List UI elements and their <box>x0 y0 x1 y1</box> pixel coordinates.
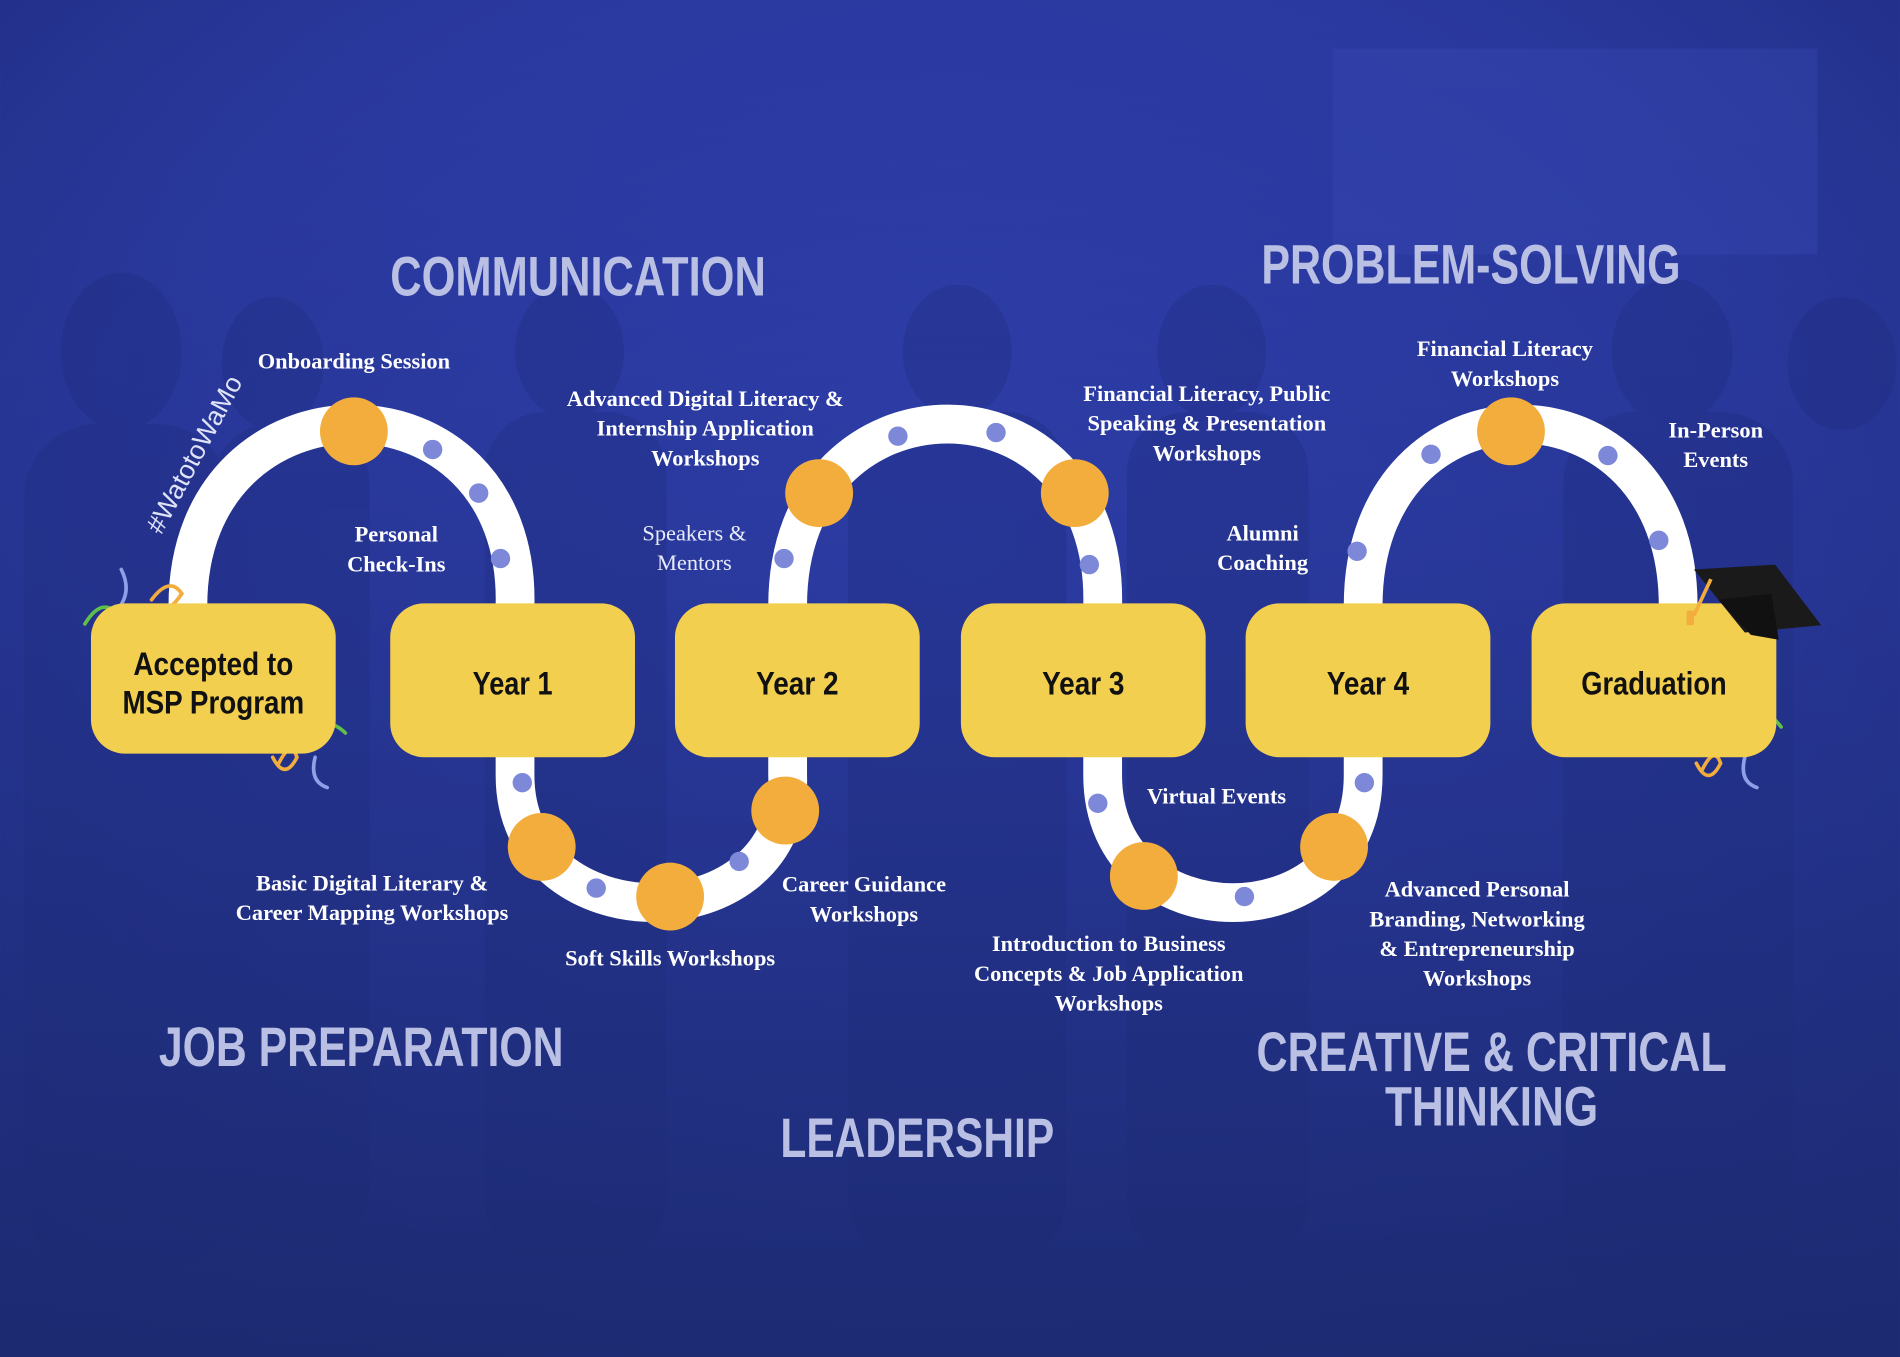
skill-leadership: LEADERSHIP <box>780 1107 1054 1169</box>
activity-label-checkins: Check-Ins <box>347 551 446 576</box>
track-dot <box>468 483 489 503</box>
stage-accepted: Accepted to MSP Program <box>90 603 336 754</box>
milestone-markers <box>319 397 1545 931</box>
milestone-marker <box>319 397 388 466</box>
activity-label-soft-skills: Soft Skills Workshops <box>565 946 775 971</box>
svg-text:Accepted to: Accepted to <box>133 645 293 682</box>
activity-label-onboarding: Onboarding Session <box>258 348 451 373</box>
milestone-marker <box>1040 459 1109 528</box>
svg-text:Year 3: Year 3 <box>1042 664 1124 701</box>
track-dot <box>1234 886 1255 907</box>
track-dot <box>1649 530 1669 551</box>
track-dot <box>586 878 606 898</box>
activity-label-adv-digital: Internship Application <box>597 416 815 441</box>
track-dot <box>774 548 794 569</box>
milestone-marker <box>507 812 576 881</box>
svg-text:Year 4: Year 4 <box>1327 664 1410 701</box>
activity-label-basic-digital: Basic Digital Literary & <box>256 871 488 896</box>
track-dot <box>986 422 1006 443</box>
svg-text:MSP Program: MSP Program <box>122 684 304 721</box>
stage-year-2: Year 2 <box>674 603 920 758</box>
activity-label-fin-public: Workshops <box>1153 440 1262 465</box>
journey-track <box>168 404 1698 922</box>
skill-communication: COMMUNICATION <box>390 246 766 308</box>
activity-label-adv-personal: Branding, Networking <box>1369 906 1584 931</box>
stage-year-1: Year 1 <box>390 603 635 758</box>
activity-label-adv-digital: Workshops <box>651 445 760 470</box>
activity-label-alumni: Coaching <box>1217 550 1308 575</box>
track-dot <box>422 439 443 460</box>
activity-label-virtual: Virtual Events <box>1147 783 1286 808</box>
skill-creative-critical-thinking: CREATIVE & CRITICAL <box>1257 1021 1727 1083</box>
activity-label-fin-public: Financial Literacy, Public <box>1083 381 1330 406</box>
activity-label-in-person: In-Person <box>1668 417 1763 442</box>
milestone-marker <box>751 776 820 845</box>
activity-label-checkins: Personal <box>355 522 438 547</box>
activity-label-speakers: Mentors <box>657 550 732 575</box>
track-dot <box>1354 773 1375 793</box>
skill-problem-solving: PROBLEM-SOLVING <box>1261 234 1680 296</box>
track-dot <box>1088 793 1108 813</box>
activity-label-adv-personal: Advanced Personal <box>1385 877 1570 902</box>
milestone-marker <box>1300 812 1369 881</box>
stage-graduation: Graduation <box>1531 603 1777 758</box>
background-house <box>1332 48 1818 255</box>
track-dot <box>1421 444 1441 465</box>
activity-label-adv-personal: Workshops <box>1423 966 1532 991</box>
skill-job-preparation: JOB PREPARATION <box>159 1016 564 1078</box>
activity-label-fin-public: Speaking & Presentation <box>1088 411 1327 436</box>
activity-label-adv-digital: Advanced Digital Literacy & <box>567 386 844 411</box>
activity-label-basic-digital: Career Mapping Workshops <box>236 900 509 925</box>
svg-text:Graduation: Graduation <box>1581 664 1726 701</box>
svg-text:Year 2: Year 2 <box>756 664 838 701</box>
track-dot <box>888 426 908 446</box>
activity-labels: Onboarding SessionPersonalCheck-InsAdvan… <box>236 336 1764 1015</box>
activity-label-intro-business: Workshops <box>1055 990 1164 1015</box>
stage-year-3: Year 3 <box>960 603 1206 758</box>
skill-creative-critical-thinking-line2: THINKING <box>1385 1076 1598 1138</box>
activity-label-in-person: Events <box>1683 447 1748 472</box>
activity-label-fin-lit: Financial Literacy <box>1417 336 1593 361</box>
activity-label-career-guidance: Workshops <box>810 901 919 926</box>
activity-label-intro-business: Introduction to Business <box>992 931 1226 956</box>
milestone-marker <box>1109 842 1178 910</box>
track-dot <box>512 773 532 793</box>
activity-label-speakers: Speakers & <box>642 520 746 545</box>
svg-text:Year 1: Year 1 <box>473 664 553 701</box>
activity-label-fin-lit: Workshops <box>1451 366 1560 391</box>
track-dot <box>1598 445 1618 466</box>
activity-label-alumni: Alumni <box>1226 520 1298 545</box>
milestone-marker <box>636 862 705 931</box>
track-dot <box>1079 554 1100 575</box>
track-dots <box>422 422 1669 907</box>
track-dot <box>729 851 749 872</box>
milestone-marker <box>785 459 854 528</box>
track-dot <box>490 548 511 569</box>
activity-label-adv-personal: & Entrepreneurship <box>1379 936 1574 961</box>
stage-year-4: Year 4 <box>1245 603 1491 758</box>
activity-label-intro-business: Concepts & Job Application <box>974 961 1244 986</box>
track-dot <box>1347 541 1367 561</box>
graduation-cap-icon <box>1686 564 1822 640</box>
milestone-marker <box>1477 397 1545 466</box>
activity-label-career-guidance: Career Guidance <box>782 872 946 897</box>
